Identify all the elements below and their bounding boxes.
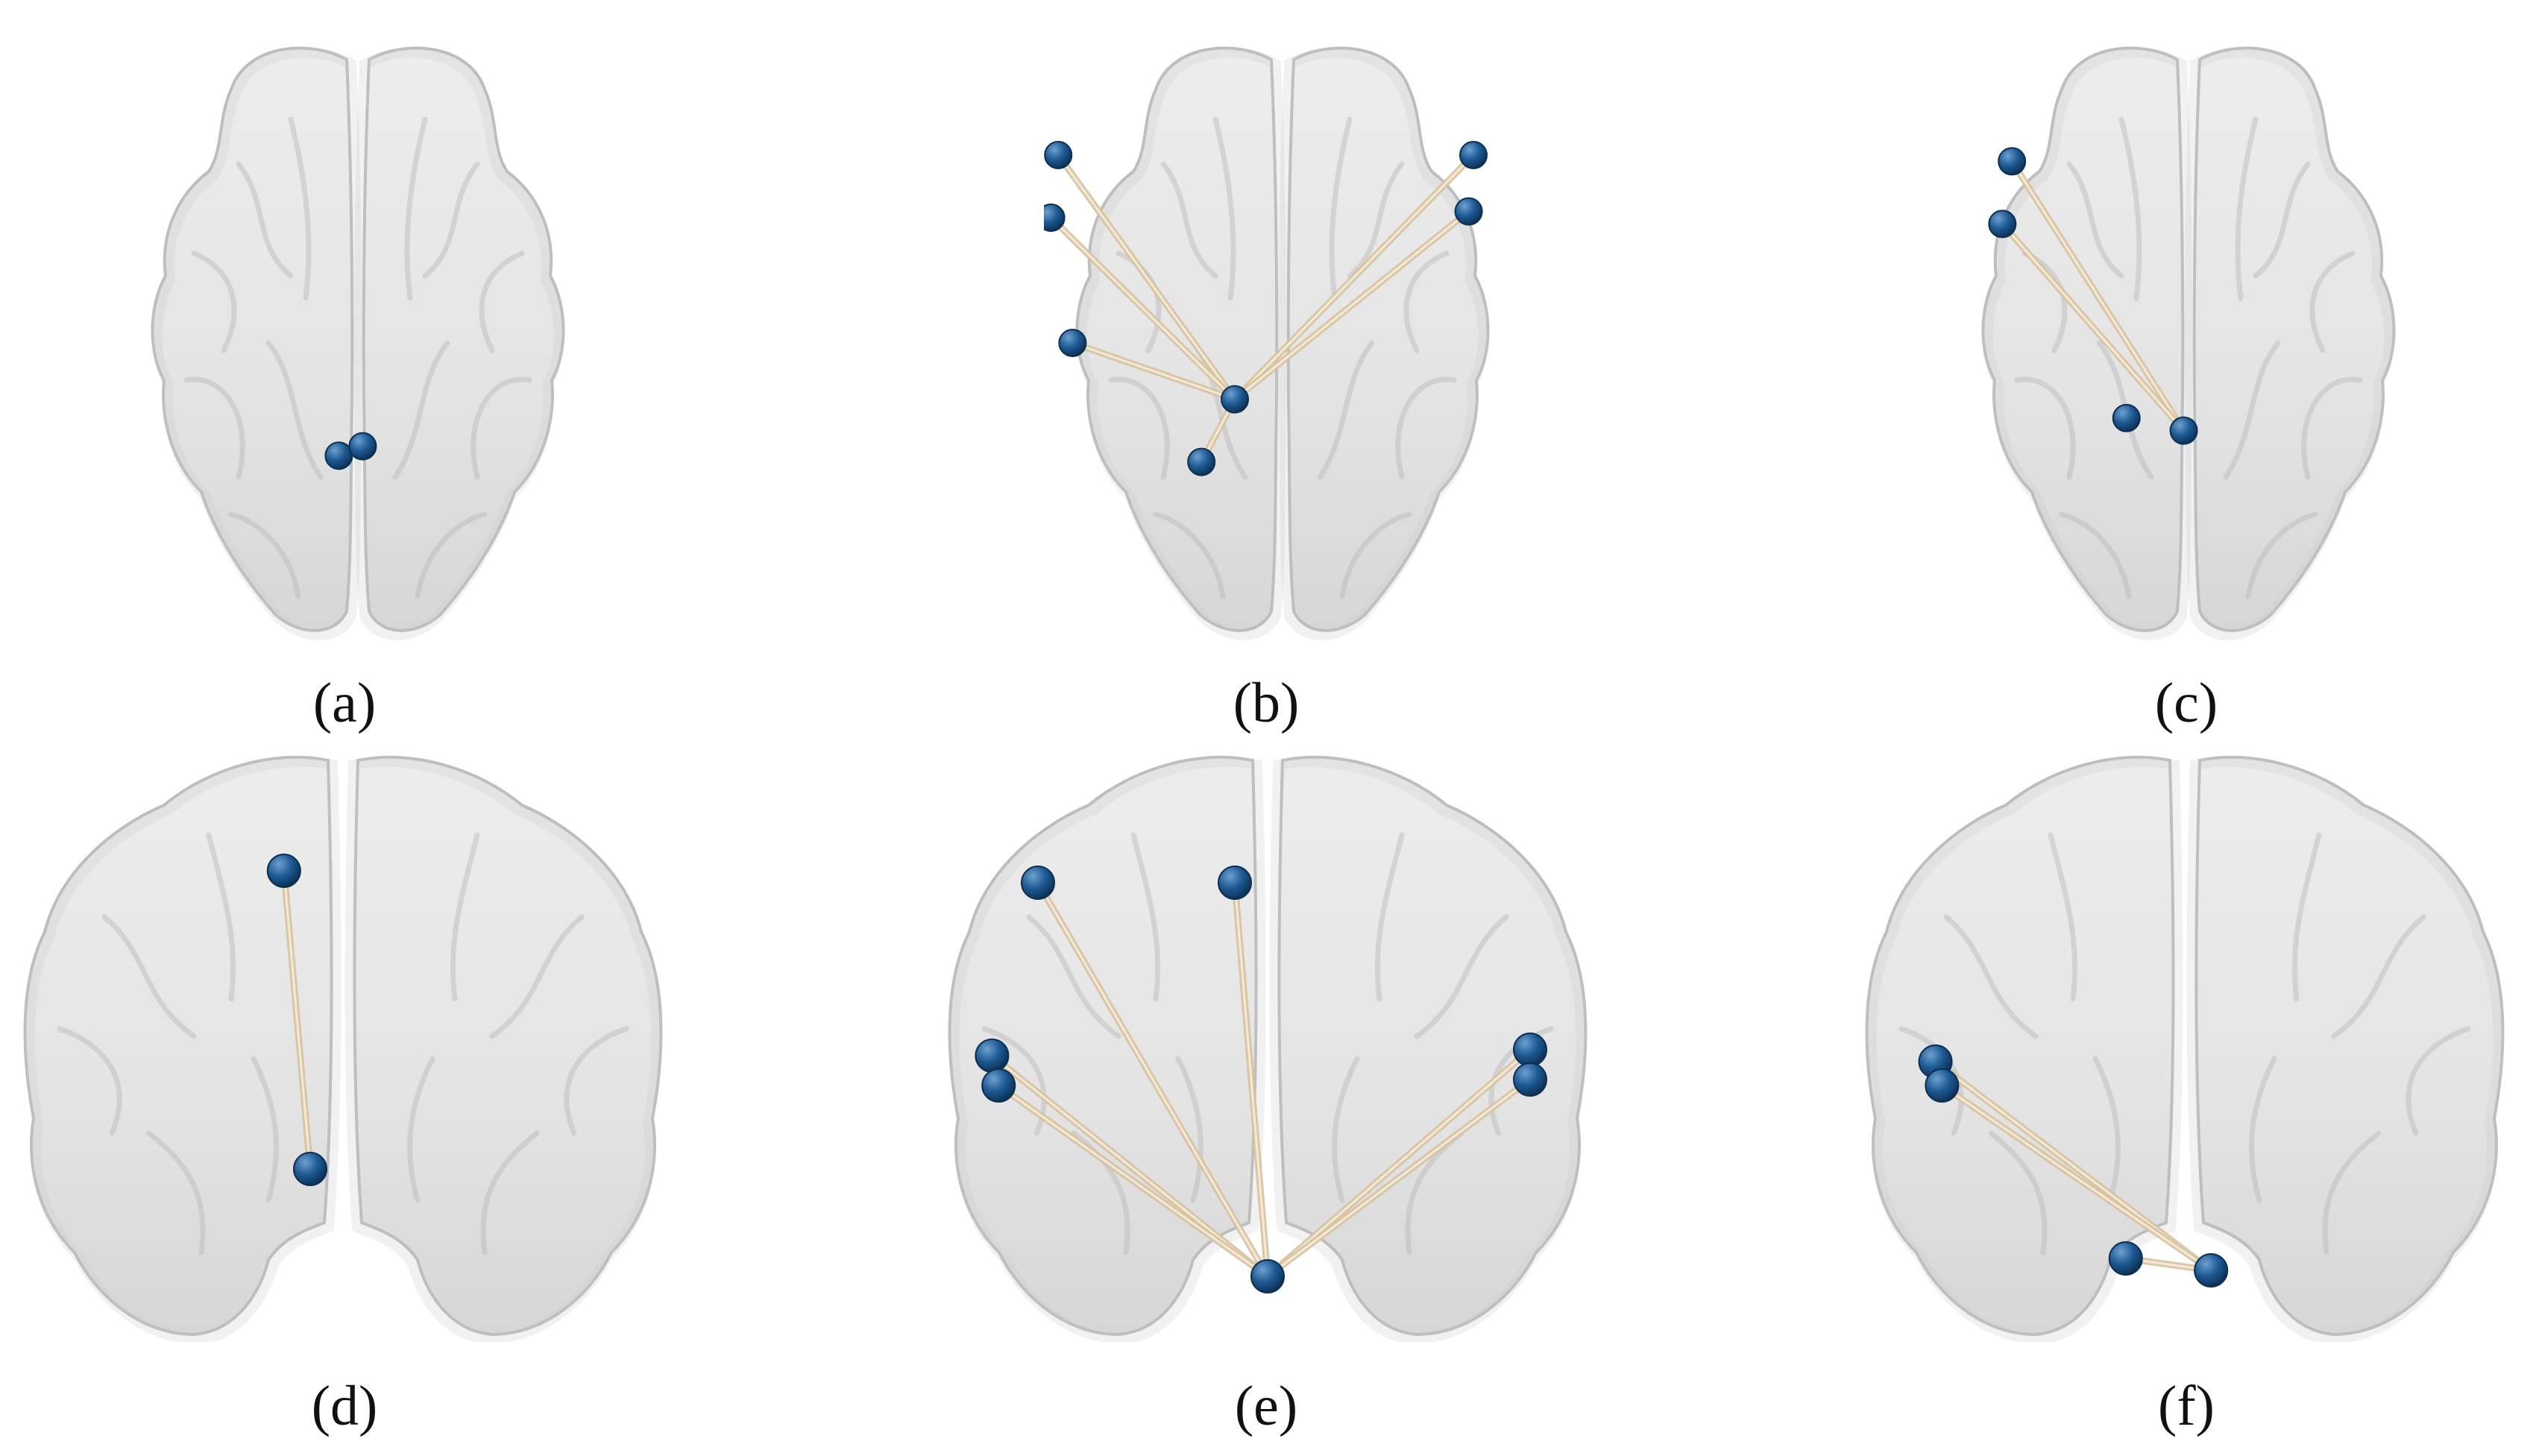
connection-edge-highlight [1266, 1078, 1532, 1278]
brain-region-node [1044, 204, 1066, 232]
panel-b-label: (b) [1233, 672, 1300, 734]
connection-edge-highlight [2001, 222, 2186, 432]
brain-region-node [1925, 1068, 1960, 1103]
brain-region-node [2112, 403, 2141, 432]
connection-edge-highlight [997, 1084, 1269, 1278]
right-hemisphere [1269, 755, 1588, 1342]
brain-region-node [981, 1068, 1016, 1103]
right-hemisphere [1278, 46, 1490, 640]
panel-e-label: (e) [1234, 1375, 1298, 1437]
connection-edge-highlight [1940, 1084, 2212, 1272]
brain-region-node [324, 441, 353, 470]
brain-region-node [1459, 141, 1488, 169]
brain-region-node [2169, 416, 2198, 445]
brain-region-node [1021, 866, 1055, 900]
brain-region-node [348, 432, 377, 461]
brain-region-node [293, 1152, 327, 1186]
connection-edge-highlight [1050, 216, 1236, 401]
panel-f [1857, 746, 2513, 1342]
left-hemisphere [151, 46, 362, 640]
connection-edge-highlight [1071, 341, 1236, 401]
brain-region-node [1250, 1259, 1285, 1293]
panel-b-brain-render [1044, 46, 1490, 640]
brain-region-node [975, 1039, 1010, 1073]
brain-region-node [2108, 1241, 2143, 1276]
panel-c-label: (c) [2154, 672, 2218, 734]
panel-e-brain-render [948, 755, 1588, 1342]
right-hemisphere [2186, 755, 2505, 1342]
connection-edge-highlight [1233, 154, 1475, 401]
brain-region-node [1988, 209, 2017, 239]
panel-a-brain-render [151, 46, 565, 640]
panel-d-label: (d) [311, 1375, 378, 1437]
panel-c-brain-render [1981, 46, 2396, 640]
connection-edge-highlight [2010, 160, 2186, 432]
connection-edge-highlight [1057, 154, 1236, 401]
connection-edge-highlight [1233, 881, 1269, 1278]
panel-a [119, 30, 597, 656]
brain-region-node [266, 854, 301, 888]
panel-d [15, 746, 671, 1342]
connection-edge-highlight [283, 869, 312, 1170]
brain-region-node [1998, 147, 2027, 176]
connection-edge-highlight [990, 1054, 1269, 1278]
right-hemisphere [353, 46, 565, 640]
panel-b [1044, 30, 1521, 656]
brain-region-node [1454, 197, 1483, 226]
right-hemisphere [344, 755, 663, 1342]
panel-f-brain-render [1865, 755, 2505, 1342]
right-hemisphere [2184, 46, 2396, 640]
brain-region-node [1218, 866, 1252, 900]
connection-edge-highlight [1036, 881, 1269, 1278]
left-hemisphere [1981, 46, 2193, 640]
connection-edge-highlight [1233, 210, 1470, 401]
left-hemisphere [23, 755, 342, 1342]
brain-region-node [2194, 1253, 2229, 1288]
brain-region-node [1187, 447, 1216, 476]
brain-region-node [1058, 329, 1087, 357]
brain-region-node [1221, 385, 1249, 414]
panel-a-label: (a) [312, 672, 377, 734]
panel-f-label: (f) [2158, 1375, 2215, 1437]
brain-region-node [1044, 141, 1073, 169]
connection-edge-highlight [1266, 1048, 1532, 1278]
panel-c [1950, 30, 2427, 656]
brain-region-node [1513, 1062, 1547, 1097]
panel-d-brain-render [23, 755, 663, 1342]
left-hemisphere [948, 755, 1266, 1342]
brain-region-node [1513, 1033, 1547, 1067]
panel-e [940, 746, 1596, 1342]
